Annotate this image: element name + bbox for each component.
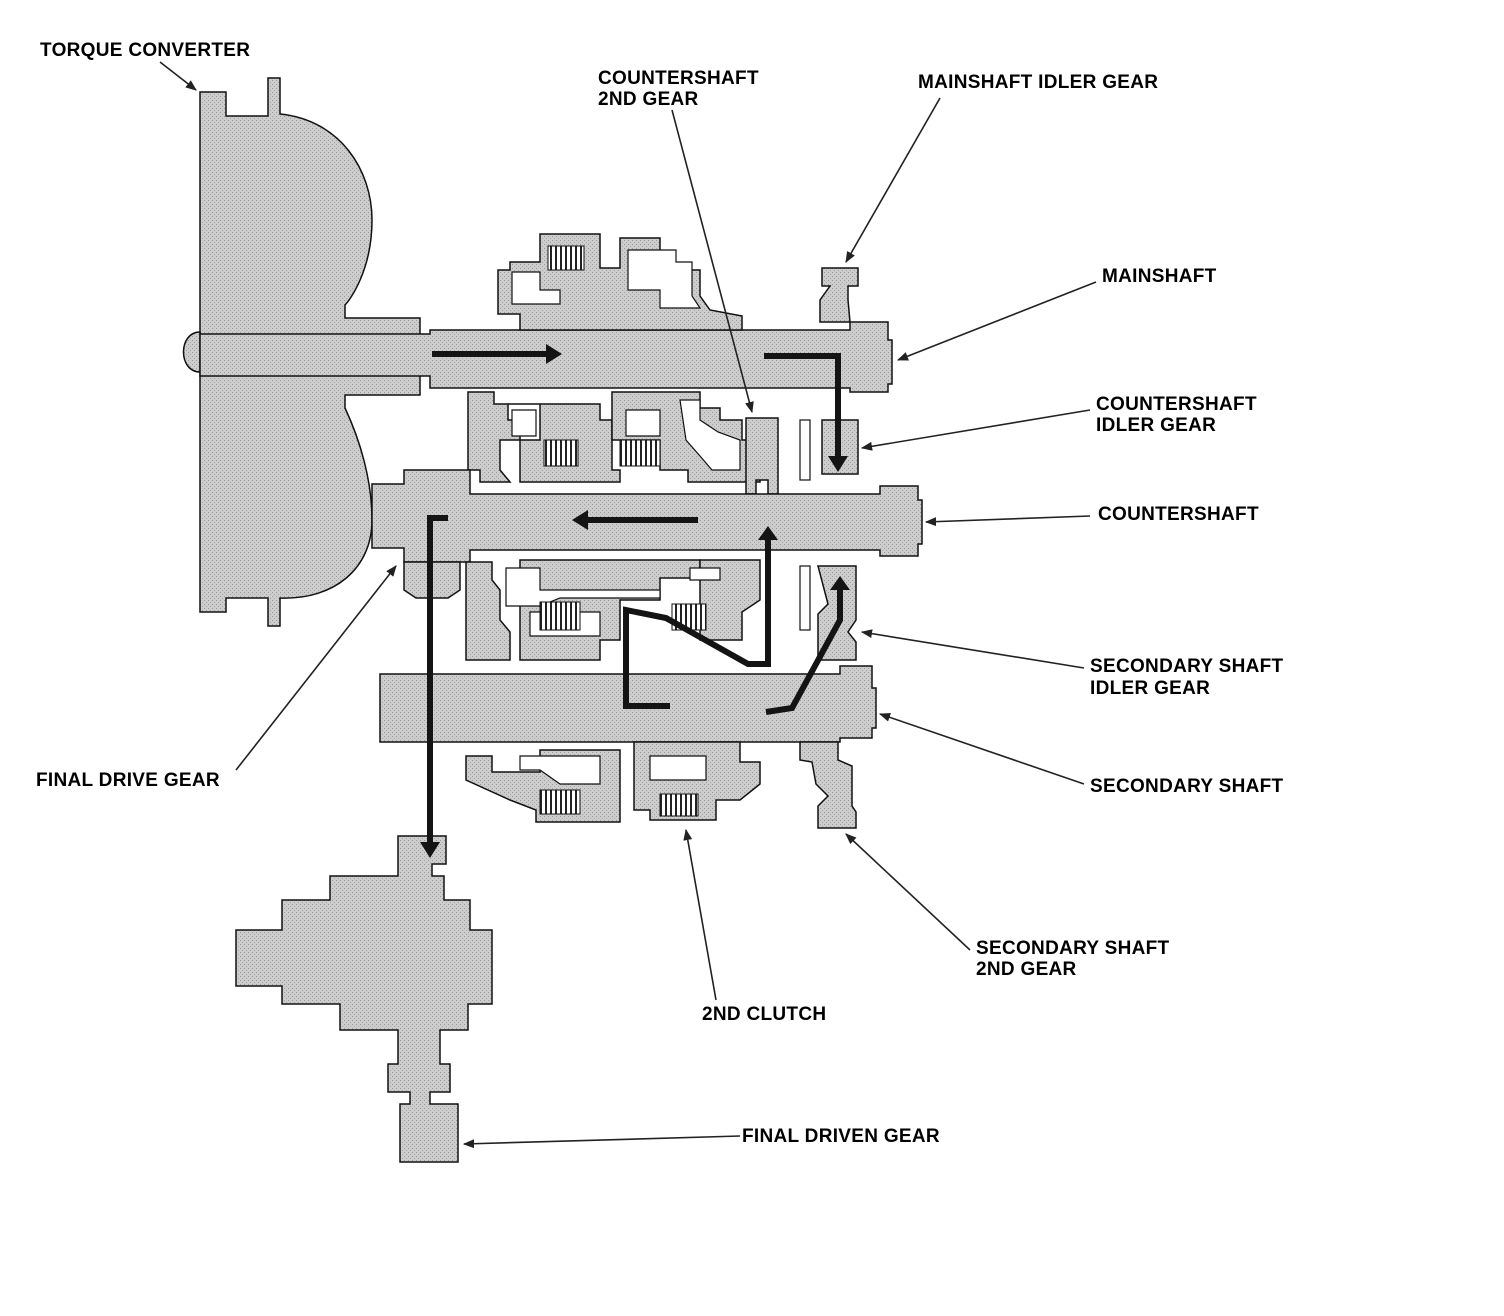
mainshaft-clutch-pack-1 (547, 245, 585, 271)
torque-converter-hub (182, 331, 201, 373)
countershaft-clutch-pack-1 (543, 439, 579, 467)
mainshaft-internal-cutouts (511, 249, 702, 309)
secondary-shaft-clutch-pack-1 (539, 601, 581, 631)
power-flow-arrowheads (420, 344, 850, 858)
label-countershaft: COUNTERSHAFT (1098, 504, 1259, 525)
countershaft-body (371, 469, 923, 563)
label-torque-converter: TORQUE CONVERTER (40, 40, 251, 61)
label-mainshaft: MAINSHAFT (1102, 266, 1217, 287)
second-clutch-pack (659, 793, 699, 817)
label-countershaft-idler-gear-1: COUNTERSHAFT (1096, 394, 1257, 415)
label-secondary-shaft: SECONDARY SHAFT (1090, 776, 1284, 797)
label-countershaft-idler-gear-2: IDLER GEAR (1096, 415, 1217, 436)
label-secondary-shaft-2nd-gear-1: SECONDARY SHAFT (976, 938, 1170, 959)
label-countershaft-2nd-gear-1: COUNTERSHAFT (598, 68, 759, 89)
label-mainshaft-idler-gear: MAINSHAFT IDLER GEAR (918, 72, 1159, 93)
label-secondary-shaft-idler-gear-1: SECONDARY SHAFT (1090, 656, 1284, 677)
secondary-shaft-lower-cutouts (519, 755, 707, 785)
leader-lines (159, 61, 1097, 1149)
secondary-shaft-lower-gears (465, 741, 761, 823)
final-driven-gear (235, 835, 493, 1163)
secondary-shaft-lower-pack-1 (539, 789, 581, 815)
label-final-drive-gear: FINAL DRIVE GEAR (36, 770, 220, 791)
countershaft-2nd-gear (745, 417, 779, 495)
countershaft-idler-gear-notch (799, 419, 811, 481)
countershaft-clutch-pack-2 (619, 439, 661, 467)
power-flow-path (427, 351, 843, 842)
mainshaft-idler-gear (819, 267, 859, 323)
label-2nd-clutch: 2ND CLUTCH (702, 1004, 827, 1025)
countershaft-upper-cutouts (511, 399, 741, 471)
label-final-driven-gear: FINAL DRIVEN GEAR (742, 1126, 940, 1147)
secondary-shaft-idler-gear-notch (799, 565, 811, 631)
label-countershaft-2nd-gear-2: 2ND GEAR (598, 89, 699, 110)
secondary-shaft-2nd-gear (799, 741, 857, 829)
label-secondary-shaft-2nd-gear-2: 2ND GEAR (976, 959, 1077, 980)
label-secondary-shaft-idler-gear-2: IDLER GEAR (1090, 678, 1211, 699)
